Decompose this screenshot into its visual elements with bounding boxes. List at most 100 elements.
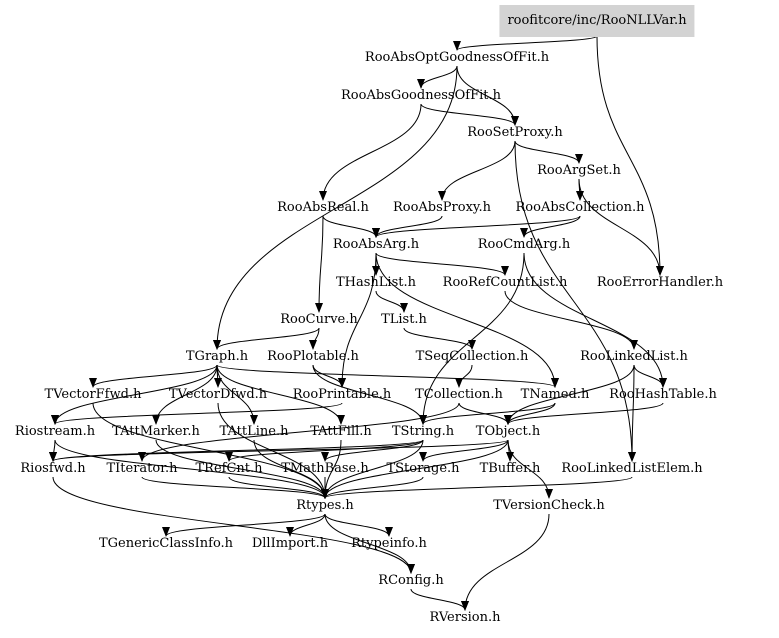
edge-plotable-to-printable: [312, 364, 346, 388]
node-tobject: TObject.h: [475, 424, 541, 439]
edge-root-to-absopt: [453, 35, 598, 51]
edge-absopt-to-tgraph: [213, 65, 458, 350]
node-tstorage: TStorage.h: [386, 461, 460, 476]
node-rooerrorhandler: RooErrorHandler.h: [596, 275, 724, 290]
edge-tobject-to-rtypes: [321, 439, 509, 499]
edge-tgraph-to-tnamed: [216, 364, 559, 388]
edge-refcount-to-linkedlist: [504, 290, 638, 350]
node-rooplotable: RooPlotable.h: [267, 349, 359, 364]
edge-absarg-to-tnamed: [375, 252, 559, 388]
node-rooabsproxy: RooAbsProxy.h: [392, 200, 492, 215]
node-tattmarker: TAttMarker.h: [112, 424, 200, 439]
node-rtypeinfo: Rtypeinfo.h: [351, 536, 427, 551]
node-roosetproxy: RooSetProxy.h: [467, 125, 563, 140]
edge-setproxy-to-argset: [514, 140, 583, 164]
edge-seqcoll-to-tcoll: [455, 364, 473, 388]
edge-riosfwd-to-rconfig: [52, 476, 415, 574]
node-rooabsgoodnessoffit: RooAbsGoodnessOfFit.h: [341, 88, 501, 103]
edge-setproxy-to-linkedelem: [514, 140, 636, 462]
edge-rtypes-to-genclass: [162, 513, 326, 537]
node-rooargset: RooArgSet.h: [537, 163, 621, 178]
edge-setproxy-to-absproxy: [438, 140, 516, 201]
node-trefcnt: TRefCnt.h: [195, 461, 263, 476]
edge-vecf-to-rtypes: [92, 402, 329, 499]
edge-absarg-to-printable: [338, 252, 377, 388]
edge-rconfig-to-rversion: [410, 588, 469, 611]
node-tseqcollection: TSeqCollection.h: [415, 349, 529, 364]
edge-riostream-to-rtypes: [54, 439, 329, 499]
node-tvectordfwd: TVectorDfwd.h: [168, 387, 268, 402]
edge-linkedelem-to-rtypes: [321, 476, 633, 499]
edge-absproxy-to-absarg: [372, 215, 443, 238]
node-rtypes: Rtypes.h: [296, 498, 354, 513]
node-rooprintable: RooPrintable.h: [292, 387, 392, 402]
node-tnamed: TNamed.h: [520, 387, 590, 402]
edge-abscoll-to-cmdarg: [520, 215, 581, 238]
edge-printable-to-riostream: [51, 402, 343, 425]
node-roolinkedlistelem: RooLinkedListElem.h: [561, 461, 703, 476]
edge-linkedlist-to-hashtable: [633, 364, 667, 388]
edge-abscoll-to-absarg: [372, 215, 581, 238]
edge-absopt-to-absgof: [417, 65, 458, 89]
edge-tgraph-to-attfill: [216, 364, 345, 425]
node-roohashtable: RooHashTable.h: [609, 387, 717, 402]
node-tgenericclassinfo: TGenericClassInfo.h: [98, 536, 234, 551]
node-tstring: TString.h: [391, 424, 455, 439]
node-tattline: TAttLine.h: [219, 424, 289, 439]
edge-iterator-to-rtypes: [141, 476, 329, 499]
edge-tcoll-to-iterator: [138, 402, 460, 462]
node-tattfill: TAttFill.h: [310, 424, 372, 439]
edge-absreal-to-curve: [315, 215, 324, 313]
edge-tgraph-to-attmarker: [152, 364, 218, 425]
edge-tobject-to-storage: [419, 439, 509, 462]
node-tgraph: TGraph.h: [185, 349, 249, 364]
edge-hashlist-to-tlist: [375, 290, 408, 313]
edge-tgraph-to-vecf: [89, 364, 218, 388]
node-rooabsreal: RooAbsReal.h: [277, 200, 369, 215]
edge-cmdarg-to-tstring: [419, 252, 525, 425]
edge-tlist-to-seqcoll: [403, 327, 476, 350]
node-tlist: TList.h: [381, 312, 427, 327]
node-roocurve: RooCurve.h: [280, 312, 358, 327]
edge-root-to-errhandler: [596, 35, 664, 276]
node-titerator: TIterator.h: [106, 461, 178, 476]
node-rooabsoptgoodnessoffit: RooAbsOptGoodnessOfFit.h: [364, 50, 550, 65]
edge-tgraph-to-attline: [216, 364, 258, 425]
node-roocmdarg: RooCmdArg.h: [477, 237, 571, 252]
edge-absgof-to-setproxy: [420, 103, 519, 126]
edge-hashtable-to-tobject: [504, 402, 664, 425]
node-tversioncheck: TVersionCheck.h: [493, 498, 605, 513]
edge-curve-to-tgraph: [213, 327, 320, 350]
node-roorefcountlist: RooRefCountList.h: [442, 275, 568, 290]
edge-rtypes-to-dllimport: [286, 513, 326, 537]
edge-argset-to-errhandler: [578, 178, 664, 276]
node-roolinkedlist: RooLinkedList.h: [580, 349, 688, 364]
edge-absarg-to-refcount: [375, 252, 509, 276]
edge-riostream-to-riosfwd: [49, 439, 58, 462]
edge-tnamed-to-tstring: [419, 402, 556, 425]
edge-linkedlist-to-linkedelem: [628, 364, 637, 462]
node-rooabsarg: RooAbsArg.h: [332, 237, 420, 252]
node-thashlist: THashList.h: [336, 275, 416, 290]
edge-tgraph-to-riostream: [51, 364, 218, 425]
node-dllimport: DllImport.h: [251, 536, 329, 551]
edge-curve-to-plotable: [309, 327, 320, 350]
edge-tobject-to-versioncheck: [507, 439, 553, 499]
node-tmathbase: TMathBase.h: [281, 461, 369, 476]
node-tvectorffwd: TVectorFfwd.h: [44, 387, 142, 402]
node-riostream: Riostream.h: [14, 424, 96, 439]
edge-tstring-to-refcnt: [225, 439, 424, 462]
node-rversion: RVersion.h: [429, 610, 501, 625]
node-rooabscollection: RooAbsCollection.h: [515, 200, 645, 215]
edge-rtypes-to-rtypeinfo: [324, 513, 393, 537]
edge-rtypes-to-rconfig: [324, 513, 415, 574]
edge-absgof-to-absreal: [319, 103, 422, 201]
edge-plotable-to-tstring: [312, 364, 427, 425]
edge-cmdarg-to-hashtable: [523, 252, 667, 388]
edge-absreal-to-absarg: [322, 215, 380, 238]
edge-linkedlist-to-tobject: [504, 364, 635, 425]
node-tcollection: TCollection.h: [415, 387, 503, 402]
edge-versioncheck-to-rversion: [461, 513, 550, 611]
